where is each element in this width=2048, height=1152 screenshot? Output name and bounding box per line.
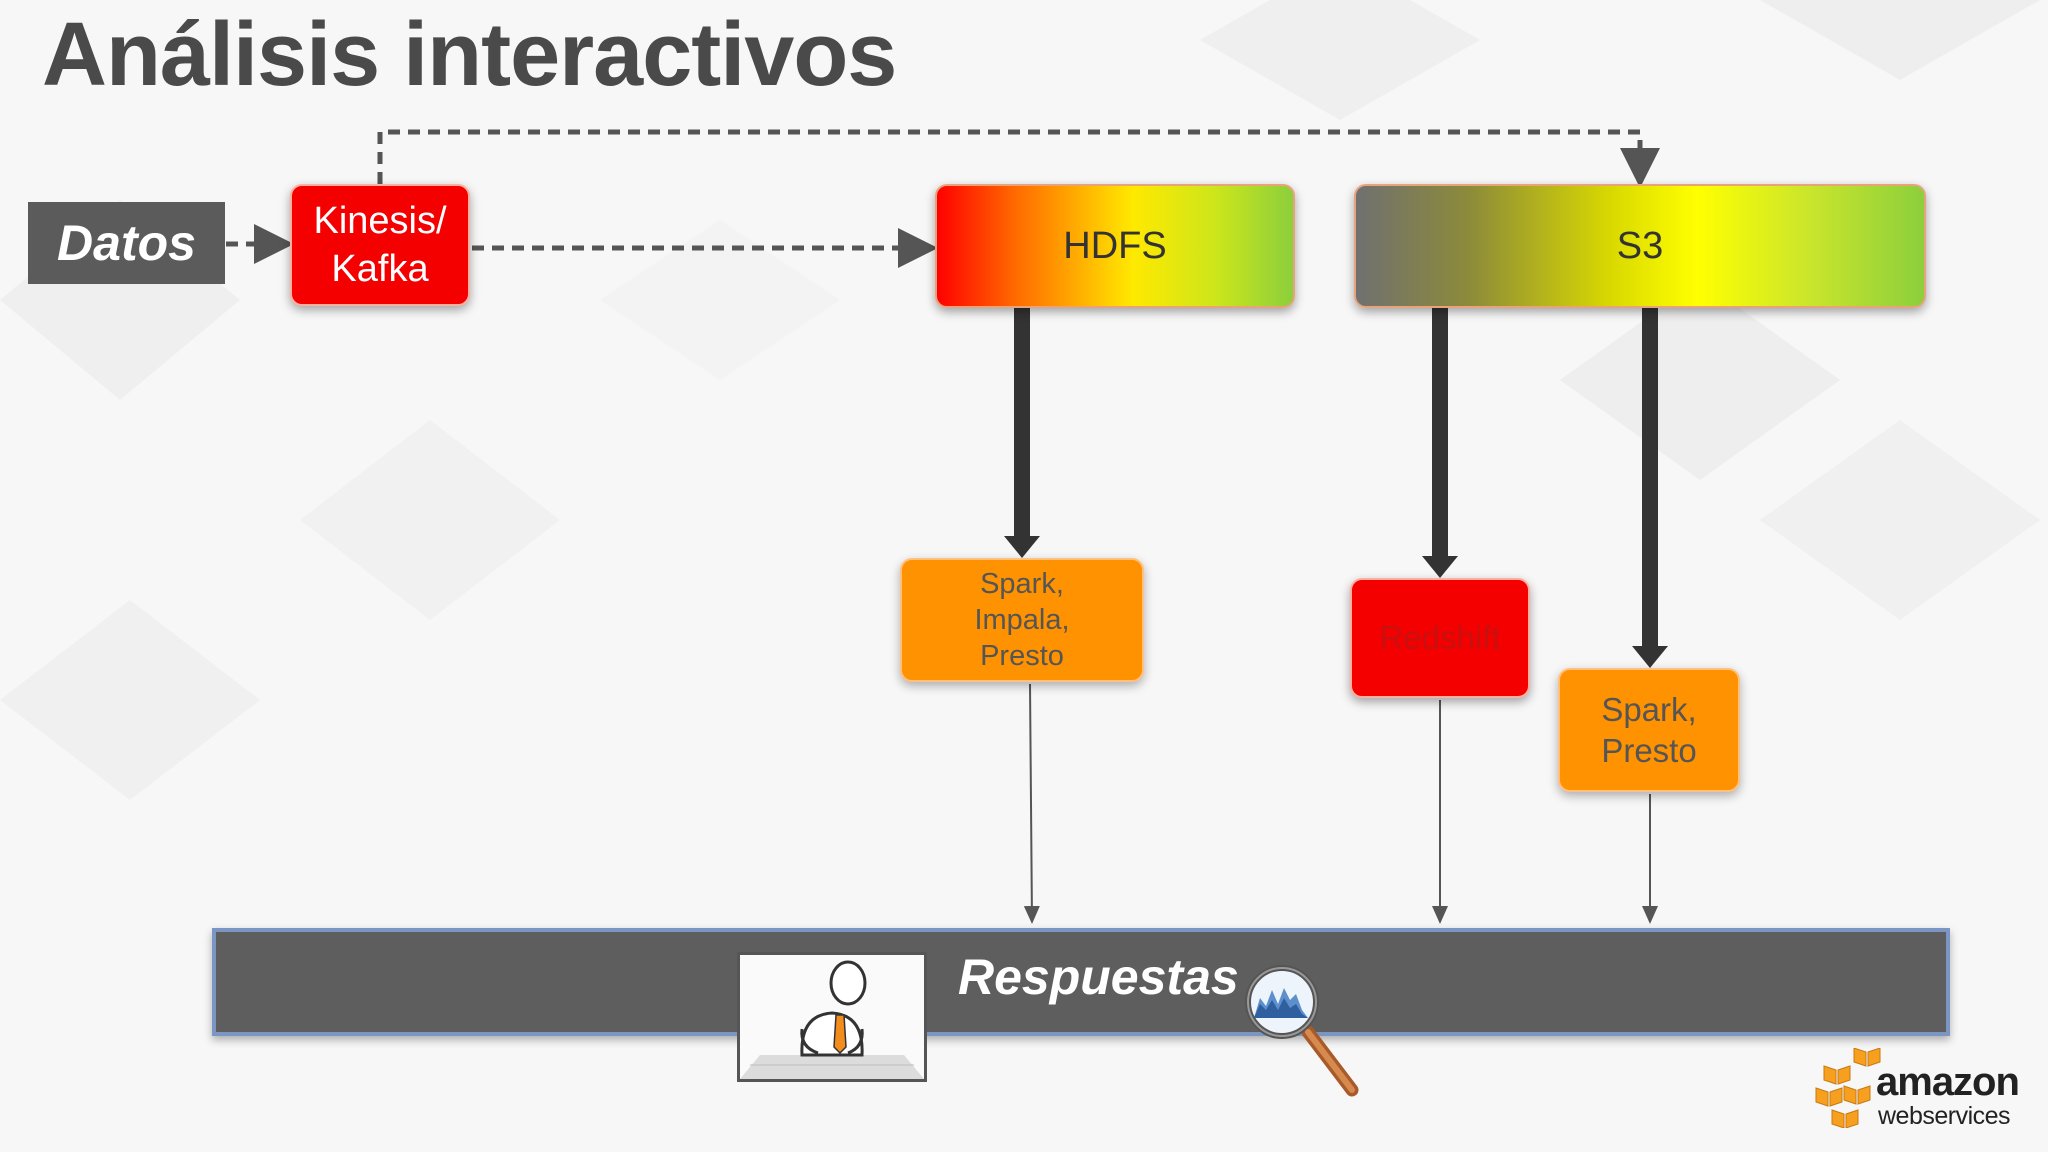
kinesis-label: Kinesis/ xyxy=(313,200,447,242)
engine-label: Presto xyxy=(1601,732,1697,769)
kinesis-kafka-box: Kinesis/ Kafka xyxy=(290,184,470,306)
spark-impala-presto-box: Spark, Impala, Presto xyxy=(900,558,1144,682)
analyst-icon xyxy=(740,955,924,1079)
redshift-box: Redshift xyxy=(1350,578,1530,698)
aws-webservices-text: webservices xyxy=(1878,1102,2011,1130)
aws-amazon-text: amazon xyxy=(1876,1060,2020,1104)
engine-label: Spark, xyxy=(980,568,1064,600)
spark-presto-box: Spark, Presto xyxy=(1558,668,1740,792)
engine-label: Spark, xyxy=(1601,691,1697,728)
kafka-label: Kafka xyxy=(331,248,429,290)
s3-box: S3 xyxy=(1354,184,1926,308)
slide-title: Análisis interactivos xyxy=(42,5,897,105)
magnifier-icon xyxy=(1245,965,1359,1097)
analyst-illustration xyxy=(737,952,927,1082)
engine-label: Impala, xyxy=(974,604,1070,636)
hdfs-box: HDFS xyxy=(935,184,1295,308)
respuestas-bar xyxy=(212,928,1950,1036)
aws-logo-icon xyxy=(1815,1048,1881,1128)
respuestas-label: Respuestas xyxy=(958,949,1239,1005)
datos-source-box: Datos xyxy=(28,202,225,284)
engine-label: Presto xyxy=(980,640,1064,672)
